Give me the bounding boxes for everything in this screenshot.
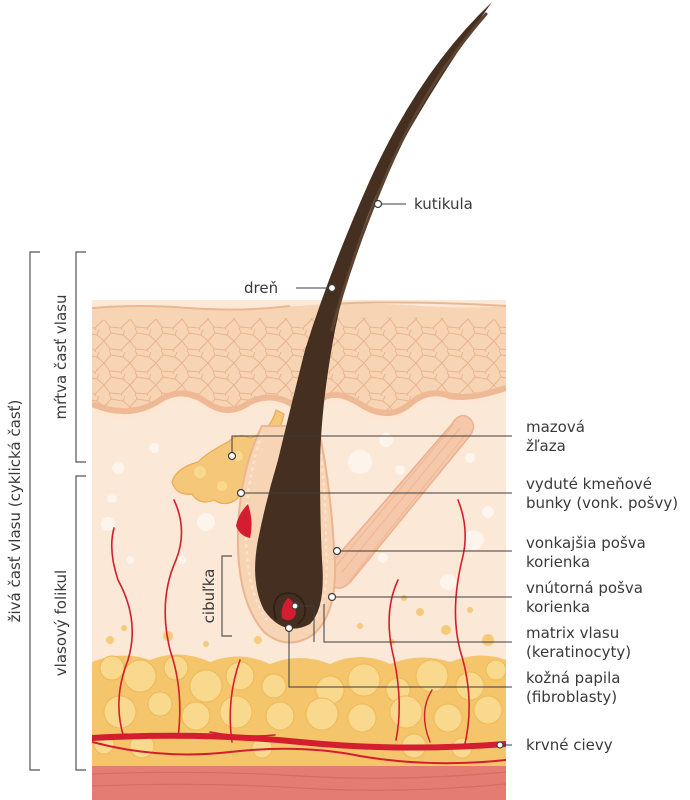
blood-vessels	[92, 499, 506, 765]
label-matrix-2: (keratinocyty)	[526, 643, 631, 661]
label-folikul: vlasový folikul	[52, 570, 70, 676]
label-mazova-zlaza-1: mazová	[526, 418, 585, 436]
label-mrtva-cast: mŕtva časť vlasu	[52, 295, 70, 420]
label-vnutorna-1: vnútorná pošva	[526, 579, 643, 597]
fat-cells	[93, 655, 506, 759]
label-kutikula: kutikula	[414, 195, 473, 213]
label-vydute-2: bunky (vonk. pošvy)	[526, 494, 678, 512]
bracket-ziva	[29, 251, 40, 771]
bracket-cibulka	[221, 555, 232, 637]
label-dren: dreň	[244, 279, 278, 297]
label-papila-1: kožná papila	[526, 669, 620, 687]
bracket-mrtva	[75, 251, 86, 463]
label-ziva-cast: živá časť vlasu (cyklická časť)	[6, 400, 24, 623]
subcutis	[92, 766, 506, 800]
label-matrix-1: matrix vlasu	[526, 624, 619, 642]
label-vonkajsia-2: korienka	[526, 553, 590, 571]
markers	[227, 199, 504, 749]
stem-cell-bulge	[236, 504, 252, 538]
bracket-folikul	[75, 475, 86, 771]
label-vydute-1: vyduté kmeňové	[526, 475, 652, 493]
brackets	[29, 251, 232, 771]
label-vonkajsia-1: vonkajšia pošva	[526, 534, 646, 552]
label-cibulka: cibuľka	[200, 569, 218, 624]
leader-lines	[231, 203, 512, 746]
label-mazova-zlaza-2: žľaza	[526, 437, 566, 455]
label-cievy: krvné cievy	[526, 736, 613, 754]
label-papila-2: (fibroblasty)	[526, 688, 617, 706]
hair-shaft	[255, 2, 492, 629]
label-vnutorna-2: korienka	[526, 598, 590, 616]
